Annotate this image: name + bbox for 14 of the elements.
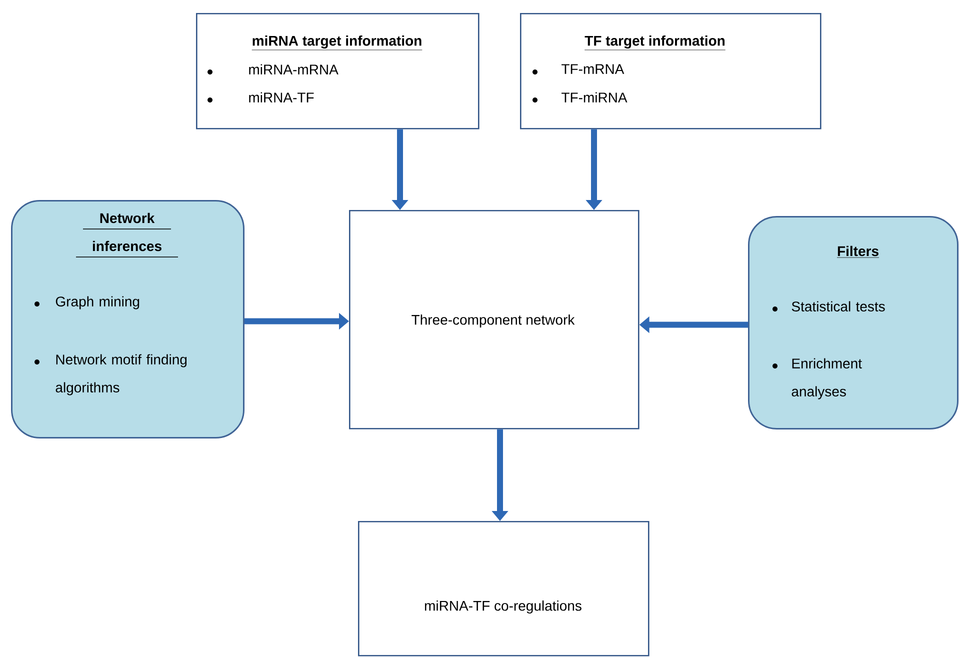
bullet-item: Enrichment analyses: [772, 358, 862, 400]
bullet-item: Network motif finding algorithms: [34, 354, 187, 396]
bullet-item: Graph mining: [34, 296, 140, 310]
heading: Network inferences: [76, 212, 178, 258]
heading: Filters: [836, 246, 880, 258]
bullet-item: TF-miRNA: [532, 92, 628, 102]
bullet-item: miRNA-TF: [208, 92, 314, 102]
box-label: miRNA-TF co-regulations: [424, 600, 582, 614]
box-label: Three-component network: [412, 314, 575, 328]
bullet-item: TF-mRNA: [532, 64, 624, 74]
heading: miRNA target information: [252, 35, 422, 50]
bullet-item: miRNA-mRNA: [208, 64, 338, 74]
heading: TF target information: [584, 35, 726, 50]
bullet-item: Statistical tests: [772, 301, 885, 312]
